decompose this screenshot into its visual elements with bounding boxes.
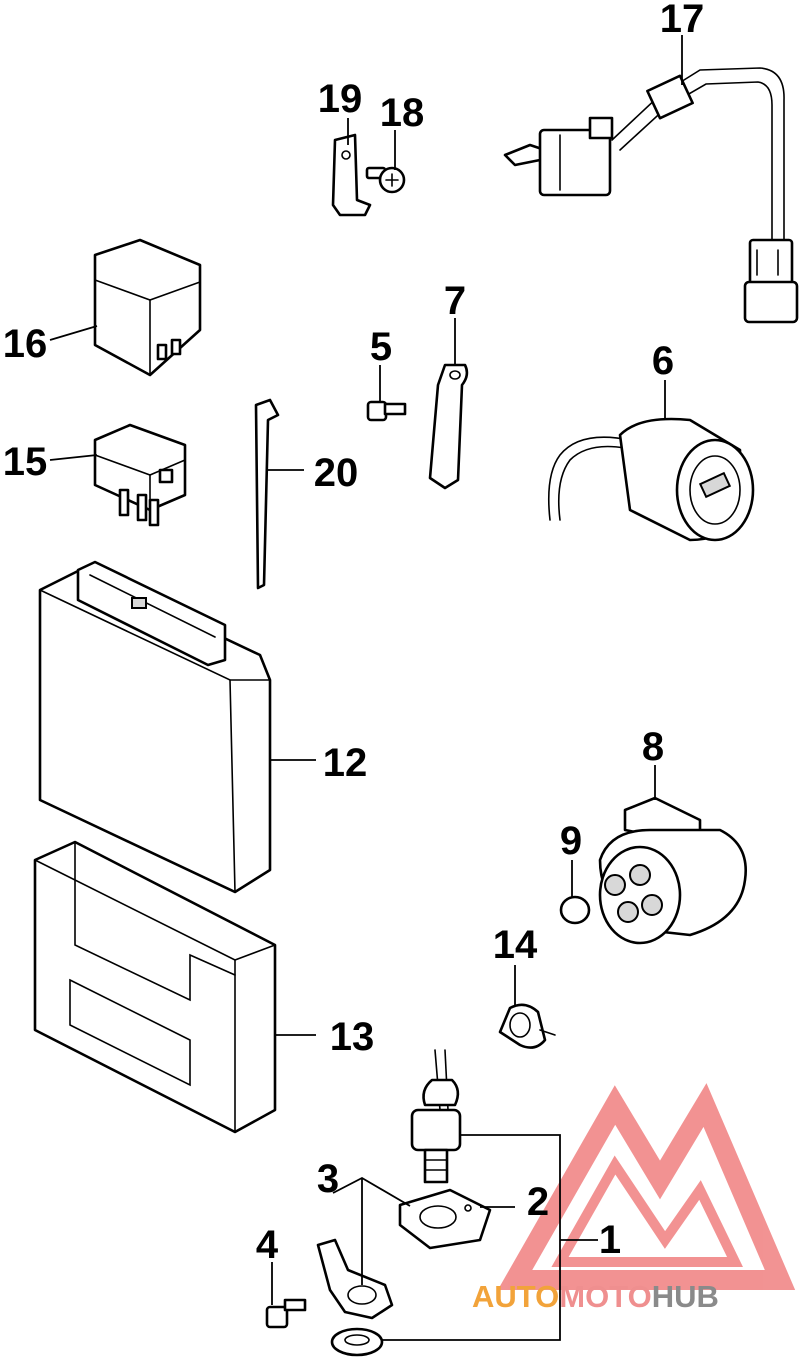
callout-13: 13 — [330, 1015, 375, 1059]
part-15-relay — [93, 423, 187, 527]
watermark-hub: HUB — [652, 1279, 719, 1314]
part-18-screw — [365, 166, 406, 194]
part-13-ecu-case — [33, 840, 277, 1134]
callout-numbers: 17 19 18 16 15 5 7 20 6 12 13 8 9 14 3 2… — [3, 0, 705, 1267]
part-5-bolt — [366, 400, 407, 422]
callout-8: 8 — [642, 725, 664, 769]
watermark-auto: AUTO — [472, 1279, 559, 1314]
callout-14: 14 — [493, 923, 538, 967]
watermark-text: AUTOMOTOHUB — [472, 1279, 719, 1314]
part-6-ignition-switch — [547, 417, 755, 542]
callout-6: 6 — [652, 339, 674, 383]
part-4-bolt — [265, 1298, 307, 1329]
callout-7: 7 — [444, 279, 466, 323]
callout-5: 5 — [370, 325, 392, 369]
callout-17: 17 — [660, 0, 705, 41]
callout-20: 20 — [314, 451, 359, 495]
part-9-cap — [559, 895, 591, 925]
part-8-connector — [598, 796, 747, 945]
part-16-relay-box — [93, 238, 202, 377]
callout-4: 4 — [256, 1223, 279, 1267]
part-14-clamp — [498, 1003, 556, 1049]
callout-19: 19 — [318, 77, 363, 121]
watermark-logo-mark — [497, 1083, 796, 1290]
part-12-ecu — [38, 560, 272, 894]
callout-3: 3 — [317, 1157, 339, 1201]
watermark-moto: MOTO — [559, 1279, 651, 1314]
part-20-cable-tie — [254, 398, 280, 590]
callout-2: 2 — [527, 1180, 549, 1224]
callout-16: 16 — [3, 322, 48, 366]
leader-lines — [49, 35, 683, 1341]
part-1-sensor-assembly — [410, 1049, 462, 1184]
callout-18: 18 — [380, 91, 425, 135]
callout-12: 12 — [323, 741, 368, 785]
part-17-switch-harness — [503, 67, 799, 324]
part-19-bracket — [331, 133, 372, 217]
part-2-plate — [398, 1188, 492, 1250]
callout-1: 1 — [599, 1218, 621, 1262]
part-3-bracket — [316, 1238, 394, 1320]
part-1-washer — [330, 1327, 384, 1357]
part-7-strap-clip — [428, 363, 469, 490]
callout-15: 15 — [3, 440, 48, 484]
callout-9: 9 — [560, 819, 582, 863]
